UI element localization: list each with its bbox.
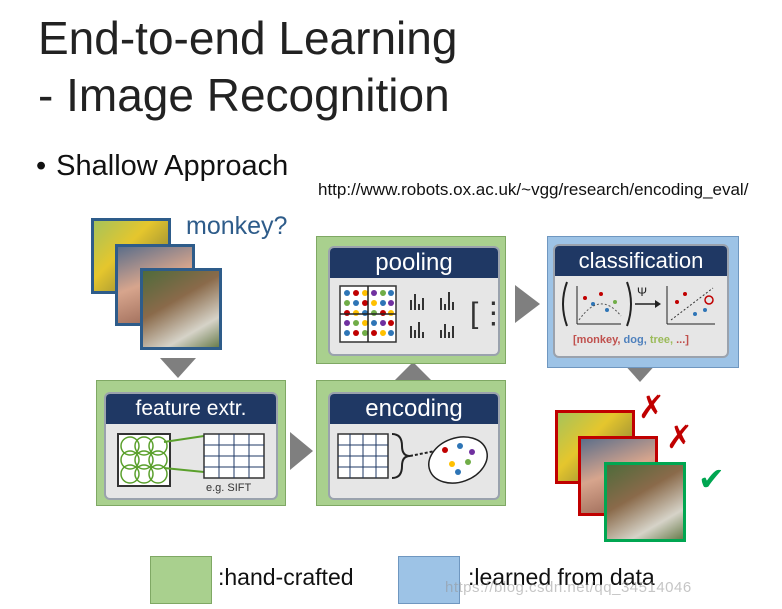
encoding-card: encoding — [328, 392, 500, 500]
class-label-more: ...] — [676, 334, 689, 346]
classification-header: classification — [555, 246, 727, 276]
legend-swatch-learned — [398, 556, 460, 604]
feature-extraction-header: feature extr. — [106, 394, 276, 424]
pooling-illustration: [⋮] — [339, 285, 498, 343]
arrow-right-to-encoding — [290, 432, 313, 470]
class-label-monkey: [monkey, — [573, 334, 624, 346]
arrow-up-to-pooling — [393, 362, 433, 382]
svg-text:Ψ: Ψ — [637, 285, 647, 299]
class-label-dog: dog, — [623, 334, 650, 346]
classification-labels: [monkey, dog, tree, ...] — [573, 334, 689, 346]
slide-title: End-to-end Learning - Image Recognition — [38, 10, 457, 124]
cross-mark-icon-2: ✗ — [666, 419, 693, 455]
source-url: http://www.robots.ox.ac.uk/~vgg/research… — [318, 180, 749, 199]
bullet-dot: • — [36, 150, 47, 182]
encoding-illustration — [337, 433, 488, 484]
legend-label-hand-crafted: :hand-crafted — [218, 564, 354, 590]
svg-text:[⋮]: [⋮] — [470, 297, 498, 330]
check-mark-icon: ✔ — [698, 461, 725, 497]
title-line-2: - Image Recognition — [38, 69, 450, 121]
arrow-down-to-feature — [160, 358, 196, 378]
result-image-monkey — [604, 462, 686, 542]
feature-extraction-card: feature extr. e.g. SIFT — [104, 392, 278, 500]
pooling-card: pooling [⋮] — [328, 246, 500, 356]
classification-illustration: Ψ — [562, 281, 715, 327]
query-label: monkey? — [186, 212, 288, 240]
input-image-monkey — [140, 268, 222, 350]
pooling-header: pooling — [330, 248, 498, 278]
class-label-tree: tree, — [649, 334, 677, 346]
bullet-item: • Shallow Approach — [36, 150, 288, 183]
classification-card: classification Ψ [monkey, dog, tree, ...… — [553, 244, 729, 358]
encoding-header: encoding — [330, 394, 498, 424]
watermark: https://blog.csdn.net/qq_34514046 — [445, 579, 692, 596]
feature-extraction-note: e.g. SIFT — [206, 482, 252, 494]
legend-label-learned: :learned from data — [468, 564, 655, 590]
arrow-right-to-classification — [515, 285, 540, 323]
title-line-1: End-to-end Learning — [38, 12, 458, 64]
feature-extraction-illustration — [117, 433, 265, 487]
bullet-text: Shallow Approach — [56, 150, 289, 182]
legend-swatch-hand-crafted — [150, 556, 212, 604]
cross-mark-icon: ✗ — [638, 389, 665, 425]
